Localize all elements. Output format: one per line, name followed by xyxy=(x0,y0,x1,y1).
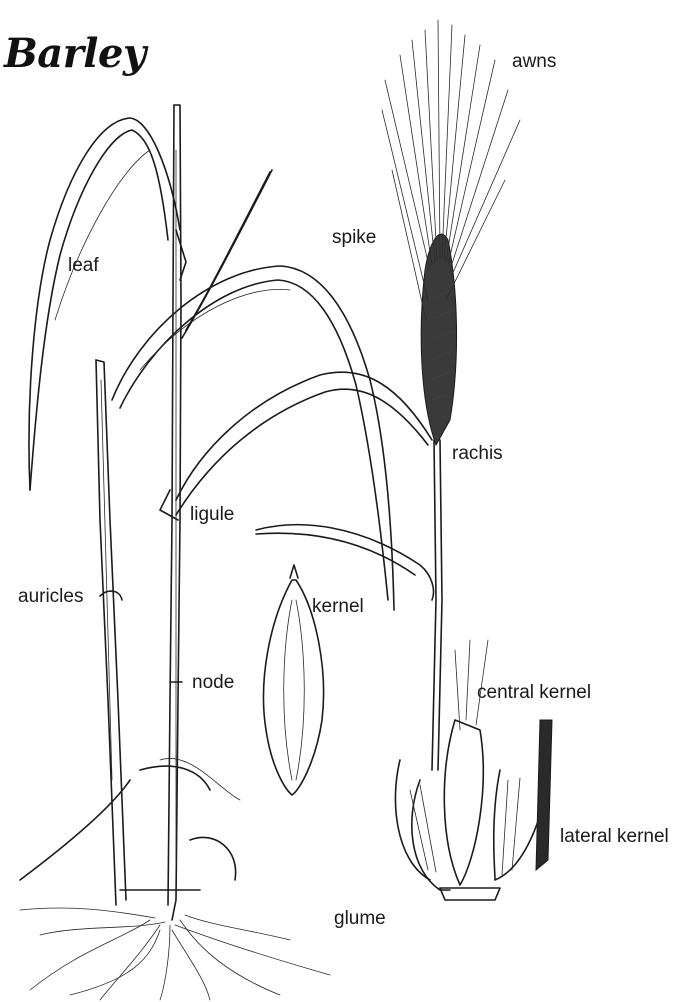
label-spike: spike xyxy=(332,228,376,247)
spikelet-illustration xyxy=(395,640,552,900)
diagram-title: Barley xyxy=(4,30,146,77)
label-leaf: leaf xyxy=(68,256,99,275)
label-kernel: kernel xyxy=(312,597,364,616)
label-glume: glume xyxy=(334,909,386,928)
label-node: node xyxy=(192,673,234,692)
label-ligule: ligule xyxy=(190,505,234,524)
roots xyxy=(20,908,330,1000)
left-stem xyxy=(96,360,126,905)
label-rachis: rachis xyxy=(452,444,503,463)
label-auricles: auricles xyxy=(18,587,83,606)
label-awns: awns xyxy=(512,52,556,71)
label-central-kernel: central kernel xyxy=(477,683,591,702)
spike-stem xyxy=(432,440,442,770)
middle-leaf xyxy=(112,266,394,610)
upper-thin-leaf xyxy=(182,170,272,338)
label-lateral-kernel: lateral kernel xyxy=(560,827,669,846)
lower-leaf xyxy=(256,525,434,600)
ligule-leaf xyxy=(160,372,432,520)
basal-leaves xyxy=(20,758,240,890)
